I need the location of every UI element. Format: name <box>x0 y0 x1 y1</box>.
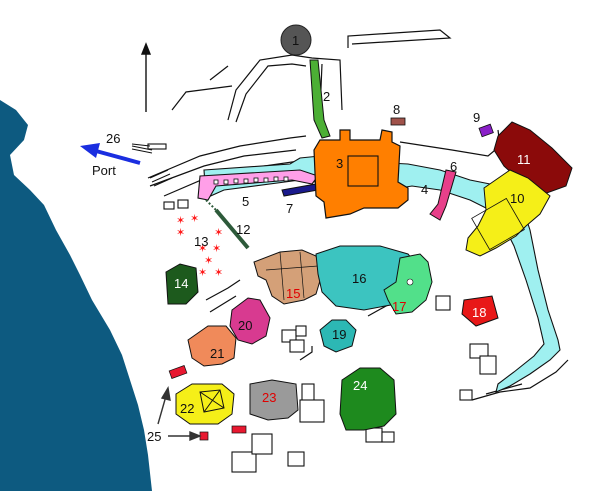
site-25-shape-a <box>168 365 188 379</box>
site-label-22: 22 <box>180 401 194 416</box>
port-arrow <box>80 143 141 165</box>
site-label-6: 6 <box>450 159 457 174</box>
site-label-26: 26 <box>106 131 120 146</box>
site-label-17: 17 <box>392 299 406 314</box>
site-12-shape <box>214 208 250 250</box>
site-label-3: 3 <box>336 156 343 171</box>
site-label-13: 13 <box>194 234 208 249</box>
site-label-7: 7 <box>286 201 293 216</box>
site-label-21: 21 <box>210 346 224 361</box>
svg-text:✶: ✶ <box>190 212 199 225</box>
stair-markers <box>131 145 173 187</box>
site-label-9: 9 <box>473 110 480 125</box>
site-label-10: 10 <box>510 191 524 206</box>
site-label-16: 16 <box>352 271 366 286</box>
site-label-23: 23 <box>262 390 276 405</box>
port-label: Port <box>92 163 116 178</box>
site-1-shape <box>280 24 312 56</box>
site-23-shape <box>249 379 299 421</box>
site-13-stars: ✶✶ ✶✶ ✶✶ ✶✶ ✶ <box>176 212 223 279</box>
site-label-5: 5 <box>242 194 249 209</box>
site-12-dash <box>205 199 217 211</box>
site-25-arrows <box>157 386 202 442</box>
site-label-19: 19 <box>332 327 346 342</box>
site-25-shape-c <box>231 425 247 434</box>
site-8-shape <box>390 117 406 126</box>
site-label-4: 4 <box>421 182 428 197</box>
site-label-8: 8 <box>393 102 400 117</box>
site-14-shape <box>165 263 199 305</box>
site-22-building <box>199 389 225 413</box>
site-11-shape <box>493 121 573 195</box>
site-10-grid <box>471 197 525 251</box>
site-label-20: 20 <box>238 318 252 333</box>
site-label-1: 1 <box>292 33 299 48</box>
svg-text:✶: ✶ <box>214 226 223 239</box>
site-label-18: 18 <box>472 305 486 320</box>
site-labels: 1 2 3 4 5 6 7 8 9 10 11 12 13 14 15 16 1… <box>92 33 531 444</box>
site-3-keep <box>347 155 379 187</box>
unnumbered-buildings <box>147 143 497 473</box>
site-21-shape <box>187 325 237 367</box>
site-20-shape <box>229 297 271 345</box>
site-label-15: 15 <box>286 286 300 301</box>
sea <box>0 100 152 491</box>
site-label-2: 2 <box>323 89 330 104</box>
svg-text:✶: ✶ <box>176 214 185 227</box>
site-2-shape <box>309 59 331 139</box>
site-15-shape <box>253 249 323 305</box>
site-label-14: 14 <box>174 276 188 291</box>
svg-text:✶: ✶ <box>204 254 213 267</box>
site-5-crenellations <box>213 176 289 185</box>
svg-text:✶: ✶ <box>214 266 223 279</box>
site-15-divisions <box>265 251 319 301</box>
site-26-marker <box>131 143 151 147</box>
site-17-well <box>406 278 414 286</box>
site-18-shape <box>461 295 499 327</box>
north-arrow <box>140 42 152 112</box>
site-label-11: 11 <box>517 152 531 167</box>
svg-text:✶: ✶ <box>212 242 221 255</box>
site-3-shape <box>313 129 409 219</box>
site-10-shape <box>465 169 551 257</box>
site-7-shape <box>281 183 319 197</box>
site-6-shape <box>429 169 457 221</box>
site-24-shape <box>339 367 397 431</box>
site-22-shape <box>175 383 235 425</box>
site-9-shape <box>478 123 494 138</box>
site-label-24: 24 <box>353 378 367 393</box>
site-label-12: 12 <box>236 222 250 237</box>
svg-text:✶: ✶ <box>198 242 207 255</box>
site-19-shape <box>319 319 357 353</box>
svg-text:✶: ✶ <box>176 226 185 239</box>
site-label-25: 25 <box>147 429 161 444</box>
svg-text:✶: ✶ <box>198 266 207 279</box>
